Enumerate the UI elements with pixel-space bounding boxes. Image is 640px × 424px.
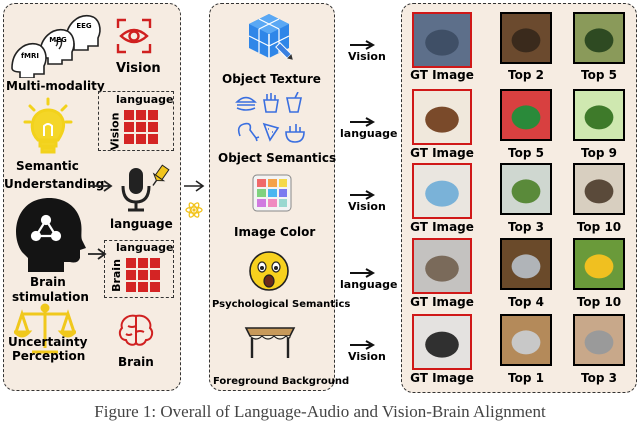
arrow-icon	[350, 340, 376, 350]
vision-eye-icon	[116, 18, 152, 54]
thumbnail-image	[414, 91, 470, 143]
gt-image-label: GT Image	[410, 220, 474, 234]
scales-icon	[14, 303, 76, 354]
retrieved-image-thumbnail	[500, 314, 552, 366]
uncertainty-line2: Perception	[12, 349, 86, 363]
middle-item-image-color: Image Color	[234, 225, 316, 239]
language-vision-box	[98, 91, 174, 151]
thumbnail-image	[575, 91, 623, 139]
modality-eeg-label: EEG	[76, 22, 92, 30]
retrieved-image-thumbnail	[573, 12, 625, 64]
thumbnail-image	[575, 165, 623, 213]
rank-label: Top 3	[581, 371, 617, 385]
gt-image-label: GT Image	[410, 68, 474, 82]
image-color-grid-icon	[252, 174, 292, 212]
retrieved-image-thumbnail	[500, 89, 552, 141]
arrow-label: Vision	[348, 350, 386, 363]
rank-label: Top 10	[576, 295, 622, 309]
mic-language-label: language	[110, 217, 173, 231]
arrow-label: language	[340, 278, 398, 291]
brain-box-side-label: Brain	[109, 259, 123, 292]
brain-arrow-icon	[88, 248, 107, 260]
multi-modality-label: Multi-modality	[6, 79, 105, 93]
retrieved-image-thumbnail	[500, 238, 552, 290]
retrieved-image-thumbnail	[500, 163, 552, 215]
rank-label: Top 4	[508, 295, 544, 309]
thumbnail-image	[414, 165, 470, 217]
thumbnail-image	[575, 316, 623, 364]
rank-label: Top 10	[576, 220, 622, 234]
arrow-icon	[350, 268, 376, 278]
foreground-table-icon	[244, 327, 296, 358]
brain-stimulation-line2: stimulation	[12, 290, 89, 304]
arrow-icon	[350, 117, 376, 127]
thumbnail-image	[502, 316, 550, 364]
multi-modality-heads-icon: EEG MEG fMRI	[11, 15, 101, 78]
panel-connector-arrow	[184, 180, 205, 218]
modality-fmri-label: fMRI	[21, 52, 39, 60]
language-brain-box	[104, 240, 174, 298]
arrow-icon	[350, 190, 376, 200]
thumbnail-image	[575, 14, 623, 62]
vision-label: Vision	[116, 61, 161, 76]
shocked-face-icon	[249, 251, 289, 291]
arrow-label: language	[340, 127, 398, 140]
rank-label: Top 1	[508, 371, 544, 385]
middle-item-foreground-background: Foreground Background	[213, 376, 350, 387]
thumbnail-image	[502, 91, 550, 139]
food-icons-grid	[235, 92, 305, 143]
thumbnail-image	[414, 240, 470, 292]
gt-image-thumbnail	[412, 163, 472, 219]
retrieved-image-thumbnail	[573, 314, 625, 366]
middle-item-psychological-semantics: Psychological Semantics	[212, 299, 351, 310]
retrieved-image-thumbnail	[500, 12, 552, 64]
arrow-icon	[350, 40, 376, 50]
rank-label: Top 2	[508, 68, 544, 82]
thumbnail-image	[502, 240, 550, 288]
gt-image-label: GT Image	[410, 371, 474, 385]
vision-grid-icon	[124, 110, 158, 144]
arrow-label: Vision	[348, 200, 386, 213]
rank-label: Top 5	[508, 146, 544, 160]
arrow-label: Vision	[348, 50, 386, 63]
brain-head-icon	[16, 198, 87, 272]
uncertainty-line1: Uncertainty	[8, 335, 88, 349]
middle-item-object-semantics: Object Semantics	[218, 151, 337, 165]
language-box-side-label: Vision	[108, 112, 122, 151]
thumbnail-image	[502, 165, 550, 213]
gt-image-label: GT Image	[410, 146, 474, 160]
gt-image-thumbnail	[412, 12, 472, 68]
brain-label: Brain	[118, 355, 154, 369]
rank-label: Top 9	[581, 146, 617, 160]
light-bulb-icon	[23, 97, 73, 154]
brain-grid-icon	[126, 258, 160, 292]
middle-item-object-texture: Object Texture	[222, 72, 321, 86]
rank-label: Top 3	[508, 220, 544, 234]
language-box-title: language	[116, 93, 174, 106]
retrieved-image-thumbnail	[573, 238, 625, 290]
semantic-label-line2: Understanding	[4, 177, 105, 191]
figure-caption: Figure 1: Overall of Language-Audio and …	[94, 402, 546, 421]
retrieved-image-thumbnail	[573, 163, 625, 215]
object-texture-cube-icon	[248, 14, 293, 60]
semantic-arrow-icon	[88, 180, 113, 192]
rank-label: Top 5	[581, 68, 617, 82]
thumbnail-image	[502, 14, 550, 62]
thumbnail-image	[575, 240, 623, 288]
thumbnail-image	[414, 14, 470, 66]
modality-meg-label: MEG	[49, 36, 67, 44]
microphone-icon	[121, 164, 170, 212]
gt-image-thumbnail	[412, 89, 472, 145]
brain-stimulation-line1: Brain	[30, 275, 66, 289]
brain-box-title: language	[116, 241, 174, 254]
gt-image-thumbnail	[412, 314, 472, 370]
red-brain-icon	[118, 314, 154, 346]
gt-image-label: GT Image	[410, 295, 474, 309]
retrieved-image-thumbnail	[573, 89, 625, 141]
thumbnail-image	[414, 316, 470, 368]
semantic-label-line1: Semantic	[16, 159, 79, 173]
gt-image-thumbnail	[412, 238, 472, 294]
